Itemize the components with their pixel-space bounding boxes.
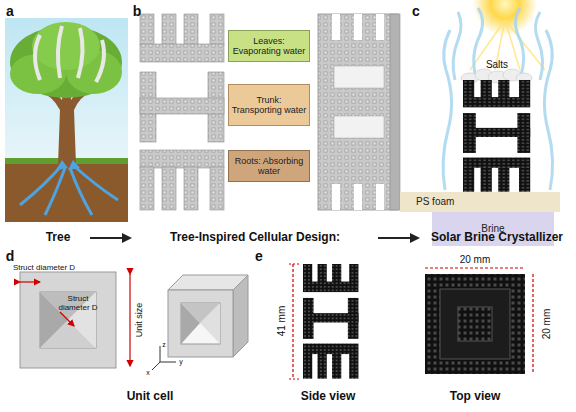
axis-label: z	[162, 341, 166, 349]
tree-illustration	[5, 18, 128, 222]
printed-sample	[289, 264, 533, 379]
dimension-label: Struct diameter D	[56, 295, 100, 313]
dimension-label: Struct diameter D	[13, 264, 75, 273]
axis-label: y	[179, 358, 183, 366]
dimension-label: Unit size	[135, 303, 145, 338]
panel-letter: e	[255, 249, 263, 264]
dimension-label: 20 mm	[460, 254, 491, 265]
box-text: Leaves: Evaporating water	[231, 36, 307, 57]
panel-caption: Unit cell	[127, 390, 174, 403]
panel-letter: d	[6, 249, 15, 264]
label-box: Roots: Absorbing water	[228, 150, 310, 182]
box-text: Trunk: Transporting water	[231, 95, 307, 116]
annotation: Salts	[486, 59, 508, 70]
box-text: Roots: Absorbing water	[231, 156, 307, 177]
stage-title: Tree	[46, 231, 71, 244]
label-box: PS foam	[400, 192, 560, 212]
dimension-label: 20 mm	[541, 309, 552, 340]
stage-title: Solar Brine Crystallizer	[431, 231, 563, 244]
axis-label: x	[146, 369, 150, 377]
label-box: Leaves: Evaporating water	[228, 30, 310, 62]
dimension-label: 41 mm	[276, 306, 287, 337]
panel-caption: Side view	[301, 390, 356, 403]
crystallizer-illustration	[443, 0, 552, 192]
panel-letter: c	[412, 4, 420, 19]
panel-letter: a	[6, 4, 14, 19]
unit-cell-3d	[152, 275, 248, 370]
label-box: Trunk: Transporting water	[228, 84, 310, 126]
unit-cell-front	[20, 272, 130, 368]
panel-caption: Top view	[450, 390, 500, 403]
panel-letter: b	[133, 4, 142, 19]
box-text: PS foam	[416, 196, 454, 208]
stage-title: Tree-Inspired Cellular Design:	[170, 231, 340, 244]
lattice-design	[140, 14, 400, 210]
